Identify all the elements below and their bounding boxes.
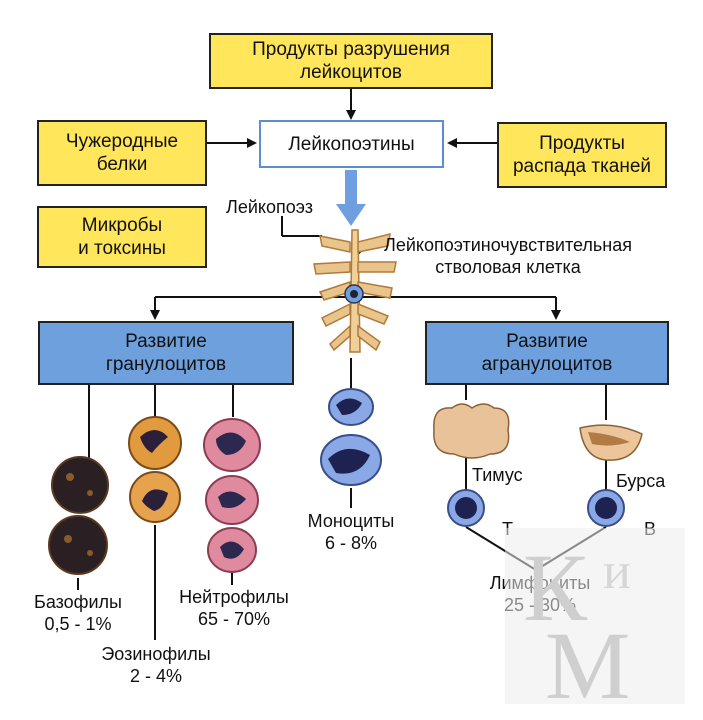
box-tissue-products: Продукты распада тканей (497, 122, 667, 188)
box-agranulocytes: Развитие агранулоцитов (425, 321, 669, 385)
label-neutrophils: Нейтрофилы 65 - 70% (172, 586, 296, 630)
box-leukocyte-products-line2: лейкоцитов (299, 62, 402, 83)
bursa-icon (579, 424, 643, 461)
label-thymus: Тимус (472, 465, 523, 485)
box-microbes-line1: Микробы (81, 215, 163, 236)
thymus-icon (433, 403, 510, 459)
box-tissue-products-line2: распада тканей (512, 156, 652, 177)
box-foreign-proteins-line2: белки (96, 154, 148, 175)
box-microbes-line2: и токсины (78, 238, 166, 259)
box-leukocyte-products-line1: Продукты разрушения (252, 39, 450, 60)
box-granulocytes-line1: Развитие (125, 331, 207, 352)
basophil-cell-icon (48, 456, 109, 575)
box-foreign-proteins: Чужеродные белки (37, 120, 207, 186)
label-stem-cell-line1: Лейкопоэтиночувствительная (384, 235, 633, 255)
box-microbes: Микробы и токсины (37, 206, 207, 268)
label-monocytes: Моноциты 6 - 8% (296, 510, 406, 554)
monocytes-range: 6 - 8% (324, 533, 378, 553)
basophils-range: 0,5 - 1% (44, 614, 112, 634)
label-eosinophils: Эозинофилы 2 - 4% (86, 643, 226, 687)
stem-cell-illustration (313, 229, 397, 353)
basophils-name: Базофилы (34, 592, 122, 612)
box-leukocyte-products: Продукты разрушения лейкоцитов (209, 33, 493, 89)
neutrophils-name: Нейтрофилы (179, 587, 289, 607)
label-stem-cell-line2: стволовая клетка (435, 257, 581, 277)
svg-text:К: К (523, 534, 588, 641)
monocyte-cells (320, 388, 382, 486)
box-agranulocytes-line1: Развитие (506, 331, 588, 352)
b-lymphocyte-icon (587, 489, 625, 527)
eosinophils-name: Эозинофилы (101, 644, 211, 664)
label-stem-cell: Лейкопоэтиночувствительная стволовая кле… (384, 234, 632, 278)
box-granulocytes-line2: гранулоцитов (105, 354, 227, 375)
granulocyte-cells (48, 416, 261, 575)
eosinophil-cell-icon (128, 416, 182, 523)
box-agranulocytes-line2: агранулоцитов (481, 354, 613, 375)
svg-text:и: и (603, 543, 631, 600)
label-leukopoiesis: Лейкопоэз (226, 197, 313, 217)
svg-text:М: М (545, 612, 630, 704)
box-tissue-products-line1: Продукты (539, 133, 625, 154)
eosinophils-range: 2 - 4% (129, 666, 183, 686)
neutrophils-range: 65 - 70% (197, 609, 271, 629)
label-basophils: Базофилы 0,5 - 1% (24, 591, 132, 635)
neutrophil-cell-icon (203, 418, 261, 573)
box-leukopoietins-text: Лейкопоэтины (288, 133, 415, 155)
watermark-logo-icon: К и М (505, 528, 685, 704)
monocytes-name: Моноциты (307, 511, 395, 531)
box-foreign-proteins-line1: Чужеродные (65, 131, 179, 152)
box-granulocytes: Развитие гранулоцитов (38, 321, 294, 385)
box-leukopoietins: Лейкопоэтины (259, 120, 444, 168)
label-bursa: Бурса (616, 471, 666, 491)
t-lymphocyte-icon (447, 489, 485, 527)
